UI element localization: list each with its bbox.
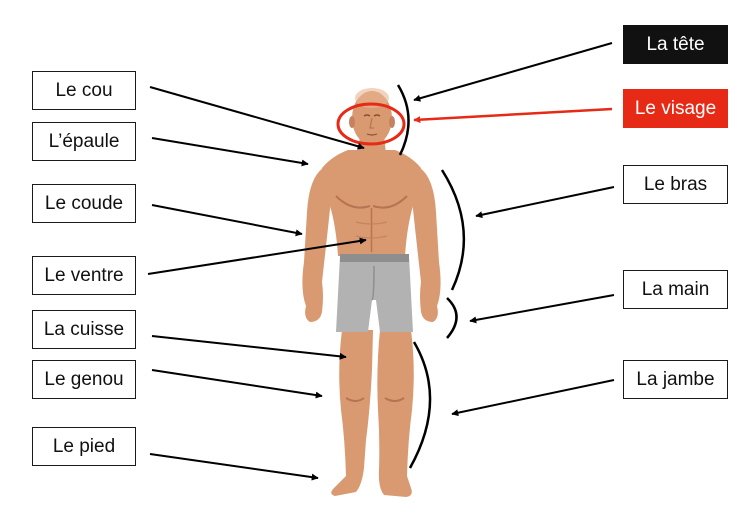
left-arm [302,168,332,322]
arrow-genou [151,369,323,399]
arrow-epaule [151,137,309,167]
torso [321,150,422,256]
right-leg [377,330,414,497]
shorts [336,256,413,332]
label-la-jambe: La jambe [623,360,728,399]
label-la-tete: La tête [623,25,728,64]
arrow-bras [475,186,615,219]
label-l-epaule: L’épaule [32,122,136,161]
arrow-main [469,294,615,324]
face-highlight-ellipse [336,102,406,146]
label-le-genou: Le genou [32,360,136,399]
label-le-pied: Le pied [32,427,136,466]
bracket-jambe [408,341,432,469]
label-le-coude: Le coude [32,184,136,223]
shorts-waistband [340,254,409,262]
arrow-tete [413,42,613,102]
bracket-tete [396,84,410,156]
bracket-bras [440,169,466,291]
arrow-pied [149,453,319,481]
label-le-bras: Le bras [623,165,728,204]
label-la-main: La main [623,270,728,309]
arrow-ventre [147,237,367,275]
arrow-jambe [451,379,615,417]
right-arm [411,168,441,322]
arrows [147,42,615,481]
bracket-main [446,297,458,339]
label-le-cou: Le cou [32,71,136,110]
arrow-coude [151,204,303,237]
label-le-visage: Le visage [623,89,728,128]
label-la-cuisse: La cuisse [32,310,136,349]
arrow-cuisse [151,335,347,360]
arrow-cou [149,86,365,150]
arrow-visage [413,107,613,124]
left-leg [331,330,373,496]
label-le-ventre: Le ventre [32,256,136,295]
human-figure [302,88,441,497]
